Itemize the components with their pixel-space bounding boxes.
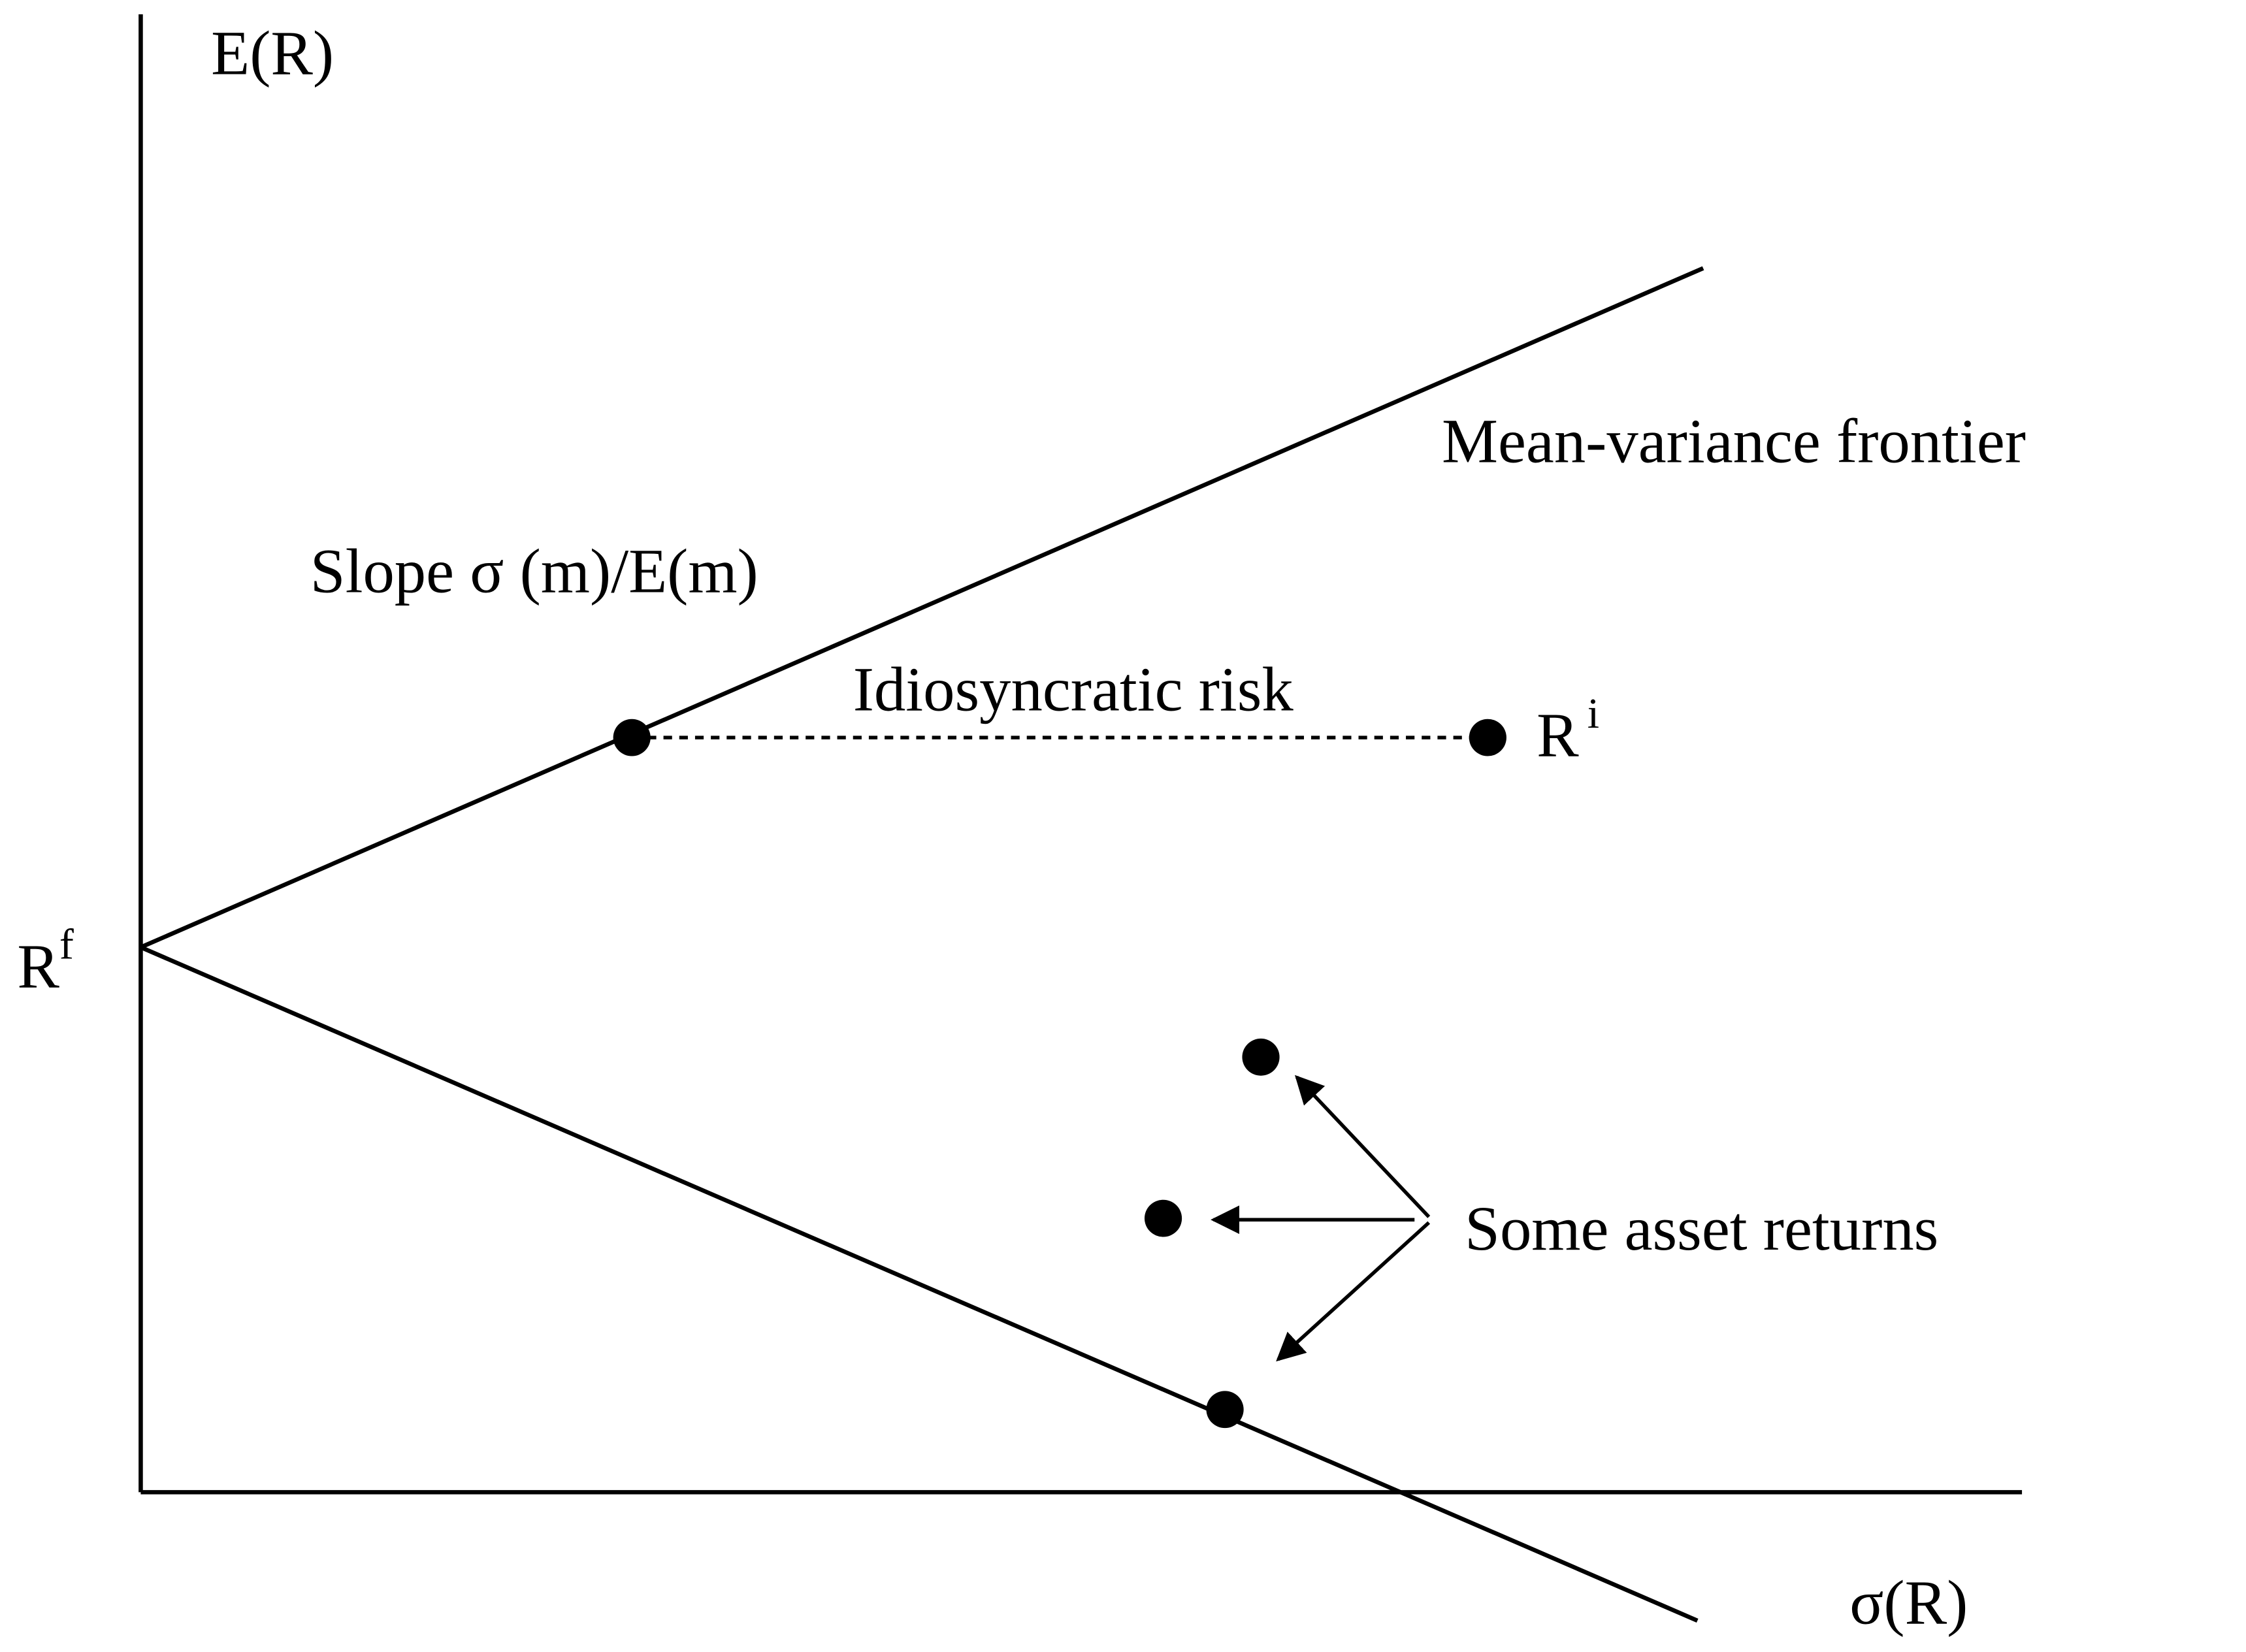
asset-ri-label-sup: i <box>1587 690 1599 737</box>
asset-returns-label: Some asset returns <box>1465 1193 1938 1263</box>
risk-free-label-sup: f <box>59 921 74 969</box>
slope-word: Slope <box>310 536 454 606</box>
slope-label: Slope σ (m)/E(m) <box>310 536 758 606</box>
asset-point-middle <box>1144 1199 1182 1237</box>
arrow-to-lower-asset <box>1276 1221 1431 1362</box>
arrow-to-upper-asset <box>1294 1075 1431 1218</box>
slope-formula: σ (m)/E(m) <box>470 536 758 606</box>
lower-frontier-line <box>140 945 1699 1623</box>
risk-free-label: Rf <box>17 921 74 1001</box>
idiosyncratic-risk-label: Idiosyncratic risk <box>853 655 1294 724</box>
frontier-point <box>613 719 651 756</box>
upper-frontier-line <box>140 266 1704 950</box>
x-axis-label: σ(R) <box>1849 1568 1968 1638</box>
asset-ri-point <box>1469 719 1506 756</box>
y-axis-label: E(R) <box>211 18 334 88</box>
asset-point-lower <box>1206 1391 1244 1429</box>
risk-free-label-base: R <box>17 931 59 1001</box>
frontier-label: Mean-variance frontier <box>1442 406 2026 476</box>
asset-point-upper <box>1242 1038 1280 1076</box>
asset-ri-label-base: R <box>1537 700 1579 770</box>
